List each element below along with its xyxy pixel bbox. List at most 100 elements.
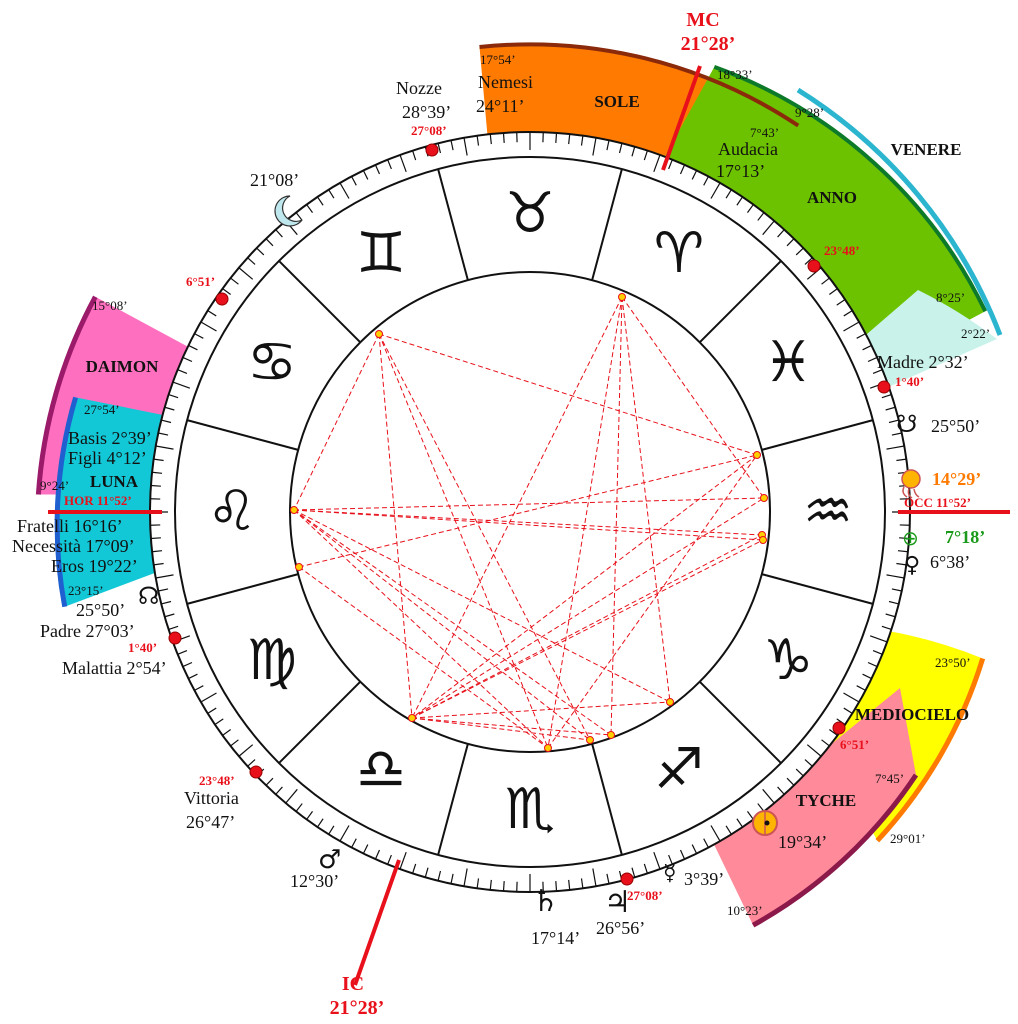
degree-tick xyxy=(230,277,239,285)
degree-tick xyxy=(188,344,198,351)
aspect-line xyxy=(411,534,763,719)
degree-tick xyxy=(762,788,775,804)
aspect-line xyxy=(610,296,623,736)
northnode-value: 25°50’ xyxy=(76,600,125,620)
zodiac-divider xyxy=(437,168,469,281)
aspect-point xyxy=(753,451,761,459)
mediocielo-outer-arc xyxy=(875,657,986,843)
degree-tick xyxy=(777,229,785,238)
degree-tick xyxy=(161,600,172,605)
sector-anno xyxy=(661,66,986,371)
zodiac-sign-icon: ♓ xyxy=(763,330,813,395)
degree-tick xyxy=(885,406,896,411)
cusp-label: 27°08’ xyxy=(411,123,447,138)
mc-value: 21°28’ xyxy=(681,33,736,55)
degree-tick xyxy=(158,588,169,592)
degree-tick xyxy=(207,310,217,317)
degree-tick xyxy=(328,189,335,199)
degree-tick xyxy=(247,759,256,767)
degree-tick xyxy=(653,851,661,870)
degree-tick xyxy=(222,728,232,736)
degree-tick xyxy=(886,574,905,579)
degree-tick xyxy=(555,881,558,892)
degree-tick xyxy=(843,321,860,332)
daimon-start: 15°08’ xyxy=(92,298,128,313)
degree-tick xyxy=(450,873,454,884)
degree-tick xyxy=(463,868,468,887)
aspect-line xyxy=(293,509,591,741)
degree-tick xyxy=(606,873,610,884)
venere-name: VENERE xyxy=(891,140,962,159)
mediocielo-name: MEDIOCIELO xyxy=(855,705,969,724)
degree-tick xyxy=(412,150,417,161)
degree-tick xyxy=(703,838,709,848)
jupiter-value: 26°56’ xyxy=(596,918,645,938)
degree-tick xyxy=(606,140,610,151)
aspect-line xyxy=(411,701,671,719)
degree-tick xyxy=(725,189,732,199)
degree-tick xyxy=(736,196,743,206)
degree-tick xyxy=(222,288,232,296)
tyche-outer-arc xyxy=(751,773,919,928)
degree-tick xyxy=(152,471,163,474)
zodiac-divider xyxy=(591,743,623,856)
zodiac-sign-icon: ♋ xyxy=(247,330,297,395)
venere-outer-arc xyxy=(796,87,1003,336)
degree-tick xyxy=(158,432,169,436)
degree-tick xyxy=(502,881,505,892)
aspect-line xyxy=(293,497,765,511)
degree-tick xyxy=(168,394,179,399)
aspect-line xyxy=(621,296,765,499)
daimon-end: 9°24’ xyxy=(40,478,69,493)
degree-tick xyxy=(885,613,896,618)
lot-necessita: Necessità 17°09’ xyxy=(12,536,135,556)
tyche-name: TYCHE xyxy=(796,791,856,810)
mediocielo-start: 23°50’ xyxy=(935,655,971,670)
degree-tick xyxy=(881,625,892,630)
degree-tick xyxy=(710,825,721,842)
degree-tick xyxy=(899,537,910,540)
degree-tick xyxy=(872,369,883,374)
degree-tick xyxy=(862,673,872,680)
aspect-point xyxy=(607,731,615,739)
hor-label: HOR 11°52’ xyxy=(64,493,132,508)
degree-tick xyxy=(643,863,648,874)
degree-tick xyxy=(631,867,636,878)
daimon-outer-arc xyxy=(35,295,98,495)
degree-tick xyxy=(275,786,283,795)
zodiac-divider xyxy=(698,260,782,344)
zodiac-sign-icon: ♌ xyxy=(207,479,257,544)
degree-tick xyxy=(437,143,442,154)
degree-tick xyxy=(489,134,492,145)
degree-tick xyxy=(806,744,822,757)
aspect-line xyxy=(293,333,380,511)
sole-name: SOLE xyxy=(594,92,639,111)
degree-tick xyxy=(285,788,298,804)
cusp-dot xyxy=(249,765,263,779)
degree-tick xyxy=(362,170,369,180)
zodiac-divider xyxy=(761,419,874,451)
lot-figli: Figli 4°12’ xyxy=(68,448,147,468)
cusp-label: 23°48’ xyxy=(199,773,235,788)
cusp-label: 6°51’ xyxy=(186,274,215,289)
moon-icon xyxy=(274,195,303,227)
degree-tick xyxy=(679,164,686,175)
aspect-point xyxy=(544,744,552,752)
aspect-point xyxy=(666,698,674,706)
aspect-line xyxy=(547,454,758,749)
degree-tick xyxy=(795,768,804,777)
fortune-value: 19°34’ xyxy=(778,832,827,852)
lot-eros: Eros 19°22’ xyxy=(51,556,138,576)
mars-icon: ♂ xyxy=(318,845,341,875)
saturn-value: 17°14’ xyxy=(531,928,580,948)
degree-tick xyxy=(295,212,303,221)
degree-tick xyxy=(328,825,335,835)
degree-tick xyxy=(653,154,661,173)
zodiac-sign-icon: ♍ xyxy=(247,628,297,693)
degree-tick xyxy=(399,851,407,870)
mercury-icon: ☿ xyxy=(663,861,677,886)
anno-start: 18°33’ xyxy=(717,67,753,82)
zodiac-divider xyxy=(591,168,623,281)
